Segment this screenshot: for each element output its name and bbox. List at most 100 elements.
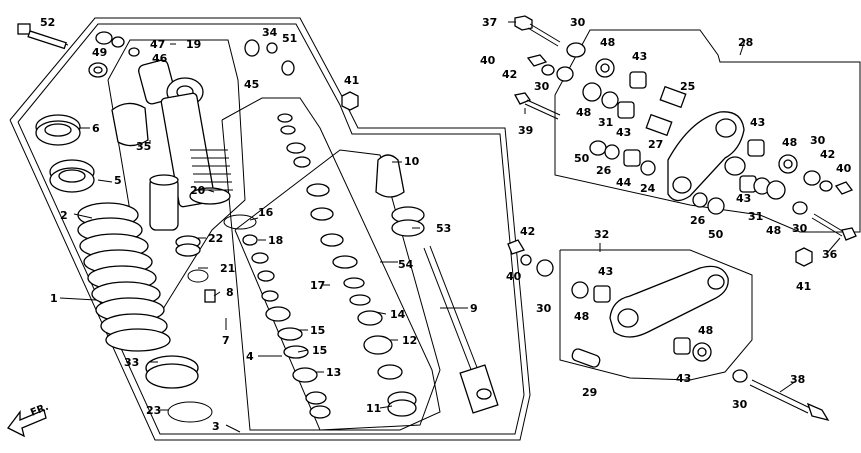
callout-42a: 42 (502, 68, 517, 81)
callout-38: 38 (790, 373, 805, 386)
callout-33: 33 (124, 356, 139, 369)
callout-30b: 30 (534, 80, 550, 93)
callout-42c: 42 (520, 225, 535, 238)
callout-26b: 26 (690, 214, 706, 227)
callout-8: 8 (226, 286, 234, 299)
callout-3: 3 (212, 420, 220, 433)
callout-14: 14 (390, 308, 406, 321)
callout-6: 6 (92, 122, 100, 135)
callout-30e: 30 (536, 302, 552, 315)
callout-32: 32 (594, 228, 609, 241)
callout-50a: 50 (574, 152, 590, 165)
callout-41a: 41 (344, 74, 359, 87)
callout-40b: 40 (836, 162, 852, 175)
callout-20: 20 (190, 184, 206, 197)
callout-22: 22 (208, 232, 223, 245)
callout-15a: 15 (310, 324, 325, 337)
callout-52: 52 (40, 16, 55, 29)
callout-labels: 1 2 3 4 5 6 7 8 9 10 11 12 13 14 15 15 1… (40, 16, 852, 433)
callout-24: 24 (640, 182, 656, 195)
shock-body (138, 59, 233, 208)
callout-30c: 30 (810, 134, 826, 147)
callout-36: 36 (822, 248, 838, 261)
bearing-set-upper (582, 58, 687, 176)
callout-46: 46 (152, 52, 168, 65)
callout-16: 16 (258, 206, 274, 219)
callout-50b: 50 (708, 228, 724, 241)
callout-48f: 48 (698, 324, 713, 337)
callout-43c: 43 (750, 116, 765, 129)
callout-48b: 48 (576, 106, 591, 119)
callout-27: 27 (648, 138, 663, 151)
valve-stack-outline (234, 149, 441, 431)
callout-43f: 43 (676, 372, 691, 385)
callout-31b: 31 (748, 210, 763, 223)
valve-stack-b (242, 234, 331, 419)
tie-rod-outline (559, 249, 753, 381)
callout-9: 9 (470, 302, 478, 315)
damper-rod (423, 247, 473, 373)
damper-subassembly-outline (221, 97, 441, 431)
callout-29: 29 (582, 386, 597, 399)
bump-rubber (149, 177, 179, 231)
callout-10: 10 (404, 155, 420, 168)
callout-11: 11 (366, 402, 381, 415)
shock-spring (77, 202, 171, 352)
callout-40c: 40 (506, 270, 522, 283)
callout-48e: 48 (574, 310, 589, 323)
callout-40a: 40 (480, 54, 496, 67)
callout-39: 39 (518, 124, 533, 137)
callout-49: 49 (92, 46, 107, 59)
callout-48a: 48 (600, 36, 615, 49)
shock-assembly-outline (9, 17, 531, 441)
callout-2: 2 (60, 209, 68, 222)
callout-15b: 15 (312, 344, 327, 357)
callout-4: 4 (246, 350, 254, 363)
callout-19: 19 (186, 38, 201, 51)
callout-43e: 43 (598, 265, 613, 278)
callout-5: 5 (114, 174, 122, 187)
callout-34: 34 (262, 26, 278, 39)
callout-21: 21 (220, 262, 235, 275)
callout-45: 45 (244, 78, 259, 91)
callout-43a: 43 (632, 50, 647, 63)
callout-53: 53 (436, 222, 451, 235)
bolt-shank (27, 30, 67, 50)
callout-26a: 26 (596, 164, 612, 177)
callout-54: 54 (398, 258, 414, 271)
leader-lines (59, 21, 841, 433)
valve-stack-a (277, 113, 403, 380)
tie-rod (609, 265, 729, 338)
callout-35: 35 (136, 140, 151, 153)
callout-30a: 30 (570, 16, 586, 29)
bolt-head (17, 23, 31, 35)
callout-43d: 43 (736, 192, 751, 205)
callout-13: 13 (326, 366, 341, 379)
shock-assembly-outline-inner (17, 23, 525, 435)
callout-43b: 43 (616, 126, 631, 139)
callout-31a: 31 (598, 116, 613, 129)
callout-30f: 30 (732, 398, 748, 411)
callout-12: 12 (402, 334, 417, 347)
callout-17: 17 (310, 279, 325, 292)
callout-48c: 48 (782, 136, 797, 149)
rubber-boot (375, 154, 405, 198)
callout-23: 23 (146, 404, 161, 417)
callout-48d: 48 (766, 224, 781, 237)
front-direction-arrow: FR. (7, 402, 50, 438)
callout-1: 1 (50, 292, 58, 305)
callout-25: 25 (680, 80, 695, 93)
callout-44: 44 (616, 176, 632, 189)
callout-28: 28 (738, 36, 753, 49)
callout-7: 7 (222, 334, 230, 347)
heat-shield (111, 102, 149, 147)
callout-41b: 41 (796, 280, 811, 293)
callout-30d: 30 (792, 222, 808, 235)
callout-18: 18 (268, 234, 283, 247)
callout-51: 51 (282, 32, 297, 45)
callout-42b: 42 (820, 148, 835, 161)
callout-47: 47 (150, 38, 165, 51)
callout-37: 37 (482, 16, 497, 29)
